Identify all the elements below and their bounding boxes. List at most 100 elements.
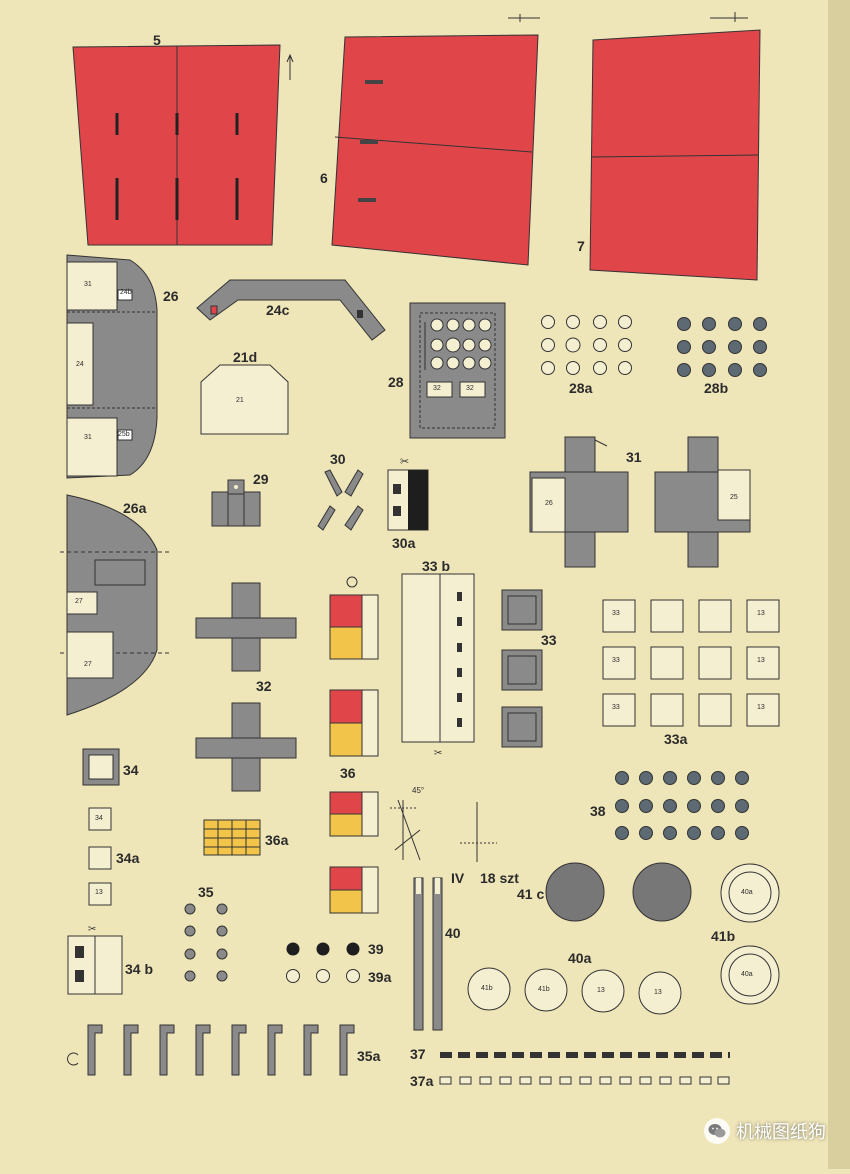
- label-39a: 39a: [368, 969, 392, 985]
- label-29: 29: [253, 471, 269, 487]
- label-39: 39: [368, 941, 384, 957]
- label-40: 40: [445, 925, 461, 941]
- label-35a: 35a: [357, 1048, 381, 1064]
- part-32: [195, 582, 297, 792]
- label-40a: 40a: [568, 950, 592, 966]
- inner-label: 25: [730, 494, 738, 501]
- label-21d: 21d: [233, 349, 258, 365]
- part-29: [211, 479, 261, 527]
- label-roman-iv: IV: [451, 870, 465, 886]
- label-41b: 41b: [711, 928, 736, 944]
- label-34a: 34a: [116, 850, 140, 866]
- inner-label: 13: [597, 987, 605, 994]
- part-28b: [677, 317, 767, 377]
- label-31: 31: [626, 449, 642, 465]
- inner-label: 21: [236, 397, 244, 404]
- part-33: [501, 589, 543, 748]
- label-37: 37: [410, 1046, 426, 1062]
- inner-label: 31: [84, 434, 92, 441]
- label-5: 5: [153, 32, 161, 48]
- label-26: 26: [163, 288, 179, 304]
- watermark-text: 机械图纸狗: [736, 1122, 826, 1143]
- inner-label: 25b: [118, 431, 130, 438]
- part-38: [615, 771, 749, 840]
- part-30: [317, 469, 364, 531]
- watermark: 机械图纸狗: [704, 1118, 826, 1144]
- inner-label: 24b: [120, 289, 132, 296]
- part-41b: [720, 863, 780, 1005]
- part-6: [331, 14, 540, 266]
- inner-label: 34: [95, 815, 103, 822]
- part-36: [329, 576, 379, 914]
- label-24c: 24c: [266, 302, 290, 318]
- part-28: [409, 302, 506, 439]
- label-41c: 41 c: [517, 886, 545, 902]
- label-30: 30: [330, 451, 346, 467]
- label-6: 6: [320, 170, 328, 186]
- part-5: [72, 44, 294, 246]
- part-36a: [203, 819, 261, 856]
- label-32: 32: [256, 678, 272, 694]
- inner-label: 31: [84, 281, 92, 288]
- inner-label: 26: [545, 500, 553, 507]
- label-26a: 26a: [123, 500, 147, 516]
- wechat-icon: [704, 1118, 730, 1144]
- label-35: 35: [198, 884, 214, 900]
- svg-text:✂: ✂: [400, 455, 409, 468]
- inner-label: 33: [612, 657, 620, 664]
- inner-label: 13: [757, 704, 765, 711]
- inner-label: 40a: [741, 889, 753, 896]
- part-41c: [545, 862, 692, 922]
- part-35a: [67, 1024, 355, 1076]
- inner-label: 41b: [538, 986, 550, 993]
- part-28a: [541, 315, 632, 375]
- part-31: [529, 436, 751, 568]
- part-34: ✂: [67, 748, 123, 995]
- label-36: 36: [340, 765, 356, 781]
- part-21d: [200, 364, 289, 435]
- part-40a: [467, 967, 682, 1015]
- part-33b: ✂: [401, 573, 475, 759]
- label-28: 28: [388, 374, 404, 390]
- inner-label: 13: [757, 657, 765, 664]
- angle-diagram: [390, 799, 497, 862]
- svg-text:✂: ✂: [88, 924, 96, 935]
- label-28a: 28a: [569, 380, 593, 396]
- inner-label: 33: [612, 704, 620, 711]
- inner-label: 13: [95, 889, 103, 896]
- part-35: [184, 903, 228, 982]
- inner-label: 13: [654, 989, 662, 996]
- inner-label: 24: [76, 361, 84, 368]
- inner-label: 27: [75, 598, 83, 605]
- inner-label: 32: [466, 385, 474, 392]
- label-33: 33: [541, 632, 557, 648]
- label-38: 38: [590, 803, 606, 819]
- label-34: 34: [123, 762, 139, 778]
- label-33a: 33a: [664, 731, 688, 747]
- part-40: [413, 877, 443, 1031]
- inner-label: 32: [433, 385, 441, 392]
- label-36a: 36a: [265, 832, 289, 848]
- part-37a: [439, 1076, 730, 1085]
- inner-label: 33: [612, 610, 620, 617]
- label-37a: 37a: [410, 1073, 434, 1089]
- label-34b: 34 b: [125, 961, 154, 977]
- part-26a: [60, 494, 172, 716]
- part-26: [66, 254, 158, 479]
- inner-label: 41b: [481, 985, 493, 992]
- label-quantity: 18 szt: [480, 870, 519, 886]
- label-30a: 30a: [392, 535, 416, 551]
- inner-label: 40a: [741, 971, 753, 978]
- label-angle: 45°: [412, 786, 425, 795]
- inner-label: 27: [84, 661, 92, 668]
- paper-edge: [828, 0, 850, 1169]
- part-7: [589, 12, 761, 281]
- label-7: 7: [577, 238, 585, 254]
- label-28b: 28b: [704, 380, 729, 396]
- part-30a: ✂: [387, 455, 429, 531]
- part-33a: [602, 599, 780, 727]
- label-33b: 33 b: [422, 558, 451, 574]
- part-39: [286, 942, 360, 983]
